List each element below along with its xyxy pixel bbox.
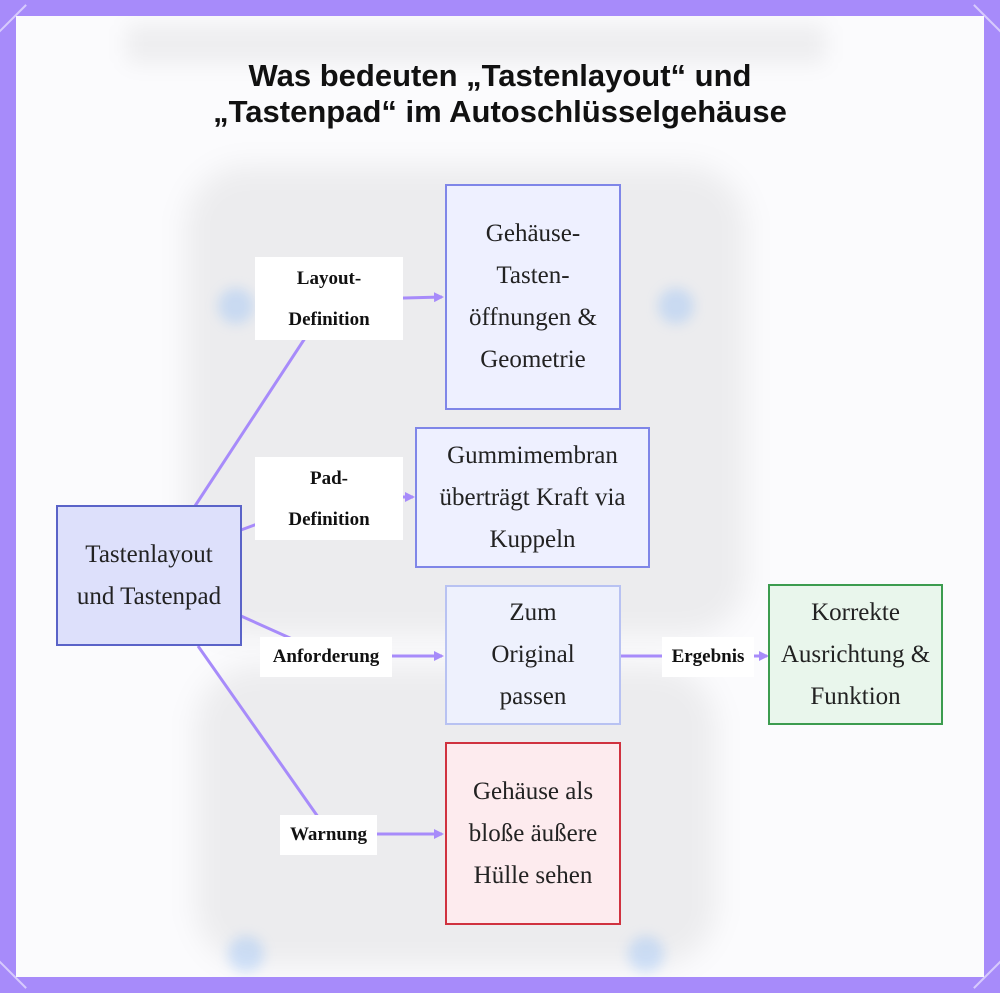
edge-label-warning: Warnung [280, 815, 377, 855]
background-button-glow [628, 936, 664, 972]
background-blur-text [126, 24, 826, 64]
node-original: Zum Original passen [445, 585, 621, 725]
node-result: Korrekte Ausrichtung & Funktion [768, 584, 943, 725]
edge-label-pad-definition: Pad-Definition [255, 457, 403, 540]
edge-label-layout-definition: Layout-Definition [255, 257, 403, 340]
background-button-glow [228, 936, 264, 972]
page-title: Was bedeuten „Tastenlayout“ und „Tastenp… [0, 58, 1000, 130]
node-membrane: Gummimembran überträgt Kraft via Kuppeln [415, 427, 650, 568]
edge-label-requirement: Anforderung [260, 637, 392, 677]
edge-label-result: Ergebnis [662, 637, 754, 677]
page-title-line-2: „Tastenpad“ im Autoschlüsselgehäuse [213, 94, 787, 129]
node-root: Tastenlayout und Tastenpad [56, 505, 242, 646]
background-button-glow [658, 288, 694, 324]
background-button-glow [218, 288, 254, 324]
page-title-line-1: Was bedeuten „Tastenlayout“ und [248, 58, 752, 93]
node-warning: Gehäuse als bloße äußere Hülle sehen [445, 742, 621, 925]
node-geometry: Gehäuse-Tasten-öffnungen & Geometrie [445, 184, 621, 410]
